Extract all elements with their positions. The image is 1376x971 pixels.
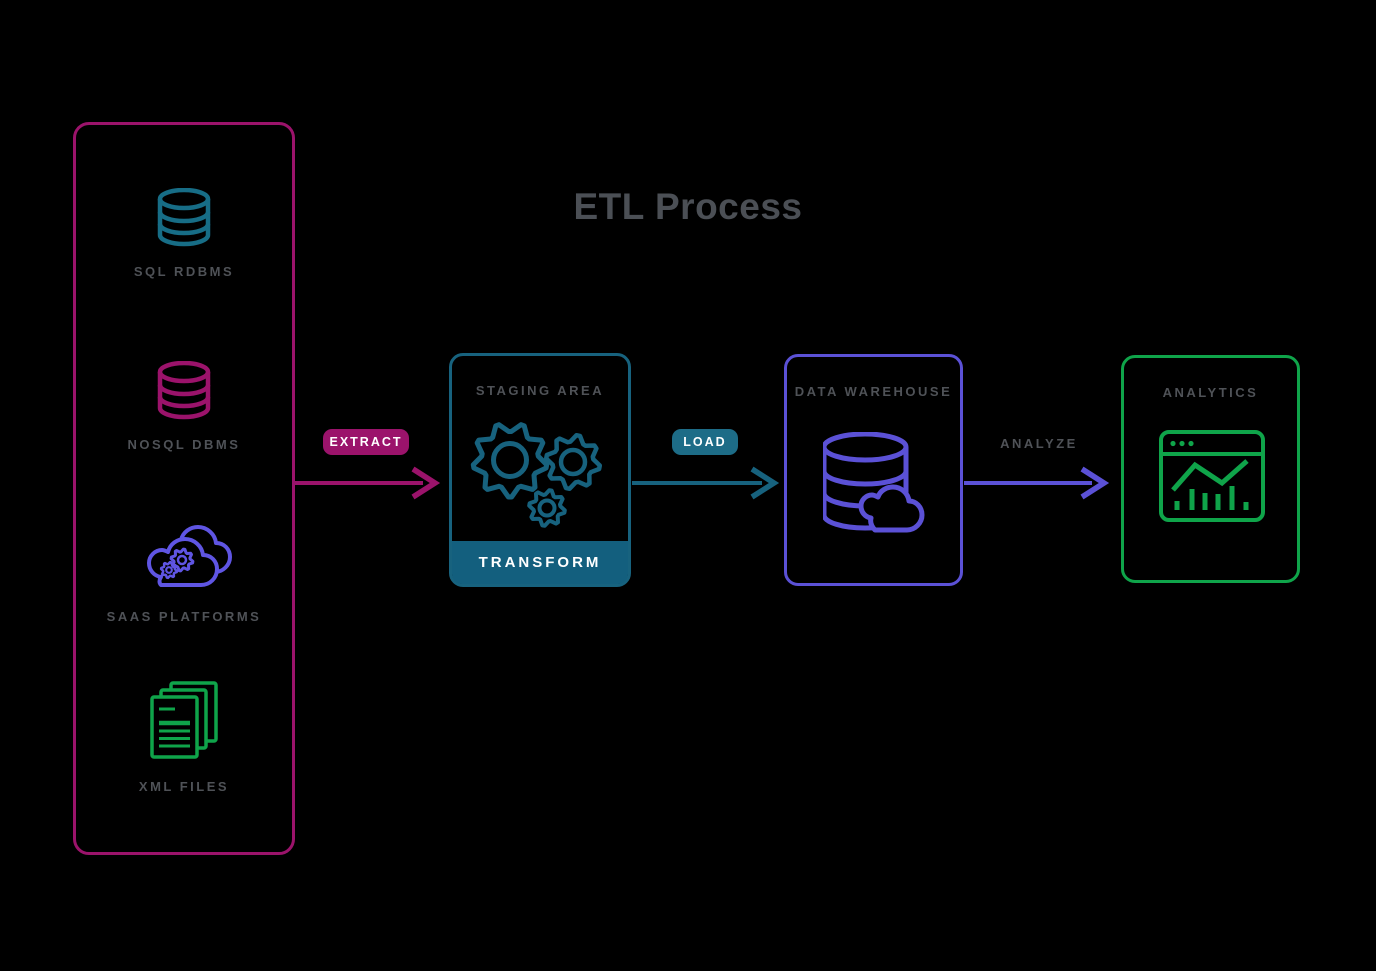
source-label: SAAS PLATFORMS xyxy=(106,609,262,624)
source-label: XML FILES xyxy=(138,779,230,794)
staging-area-title: STAGING AREA xyxy=(475,383,605,398)
analyze-label: ANALYZE xyxy=(1000,436,1078,451)
analytics-title: ANALYTICS xyxy=(1162,385,1259,400)
data-warehouse-node: DATA WAREHOUSE xyxy=(784,354,963,586)
database-cloud-icon xyxy=(823,432,925,533)
source-label: SQL RDBMS xyxy=(133,264,235,279)
staging-area-node: STAGING AREA TRANSFORM xyxy=(449,353,631,587)
gears-icon xyxy=(470,422,603,528)
load-badge: LOAD xyxy=(672,429,738,455)
extract-badge: EXTRACT xyxy=(323,429,409,455)
chart-window-icon xyxy=(1159,430,1265,522)
source-xml-files: XML FILES xyxy=(76,681,292,794)
database-icon xyxy=(157,361,211,420)
arrow-right-icon xyxy=(295,466,441,500)
arrow-right-icon xyxy=(632,466,780,500)
source-saas-platforms: SAAS PLATFORMS xyxy=(76,523,292,624)
database-icon xyxy=(157,188,211,247)
source-sql-rdbms: SQL RDBMS xyxy=(76,188,292,279)
sources-panel: SQL RDBMS NOSQL DBMS xyxy=(73,122,295,855)
analytics-node: ANALYTICS xyxy=(1121,355,1300,583)
documents-icon xyxy=(150,681,218,759)
data-warehouse-title: DATA WAREHOUSE xyxy=(794,384,953,399)
page-title: ETL Process xyxy=(573,186,803,227)
source-label: NOSQL DBMS xyxy=(127,437,241,452)
cloud-gears-icon xyxy=(147,525,232,587)
source-nosql-dbms: NOSQL DBMS xyxy=(76,361,292,452)
arrow-right-icon xyxy=(964,466,1110,500)
transform-banner: TRANSFORM xyxy=(452,541,628,584)
